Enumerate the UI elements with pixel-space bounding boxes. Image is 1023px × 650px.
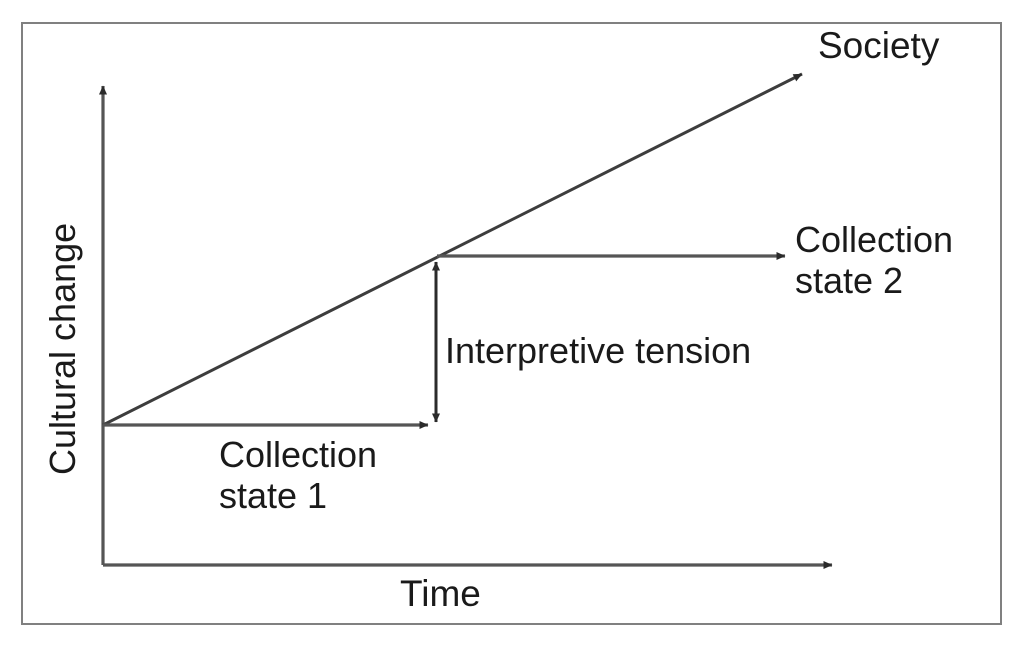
- y-axis-label: Cultural change: [42, 222, 83, 475]
- interpretive-tension-label: Interpretive tension: [445, 330, 752, 371]
- x-axis-label: Time: [400, 573, 481, 614]
- collection-state-1-label: Collection state 1: [219, 434, 378, 517]
- society-trend-line: [102, 72, 803, 427]
- collection-state-2-label: Collection state 2: [795, 219, 954, 302]
- society-label: Society: [818, 25, 940, 66]
- figure-frame: [21, 22, 1002, 625]
